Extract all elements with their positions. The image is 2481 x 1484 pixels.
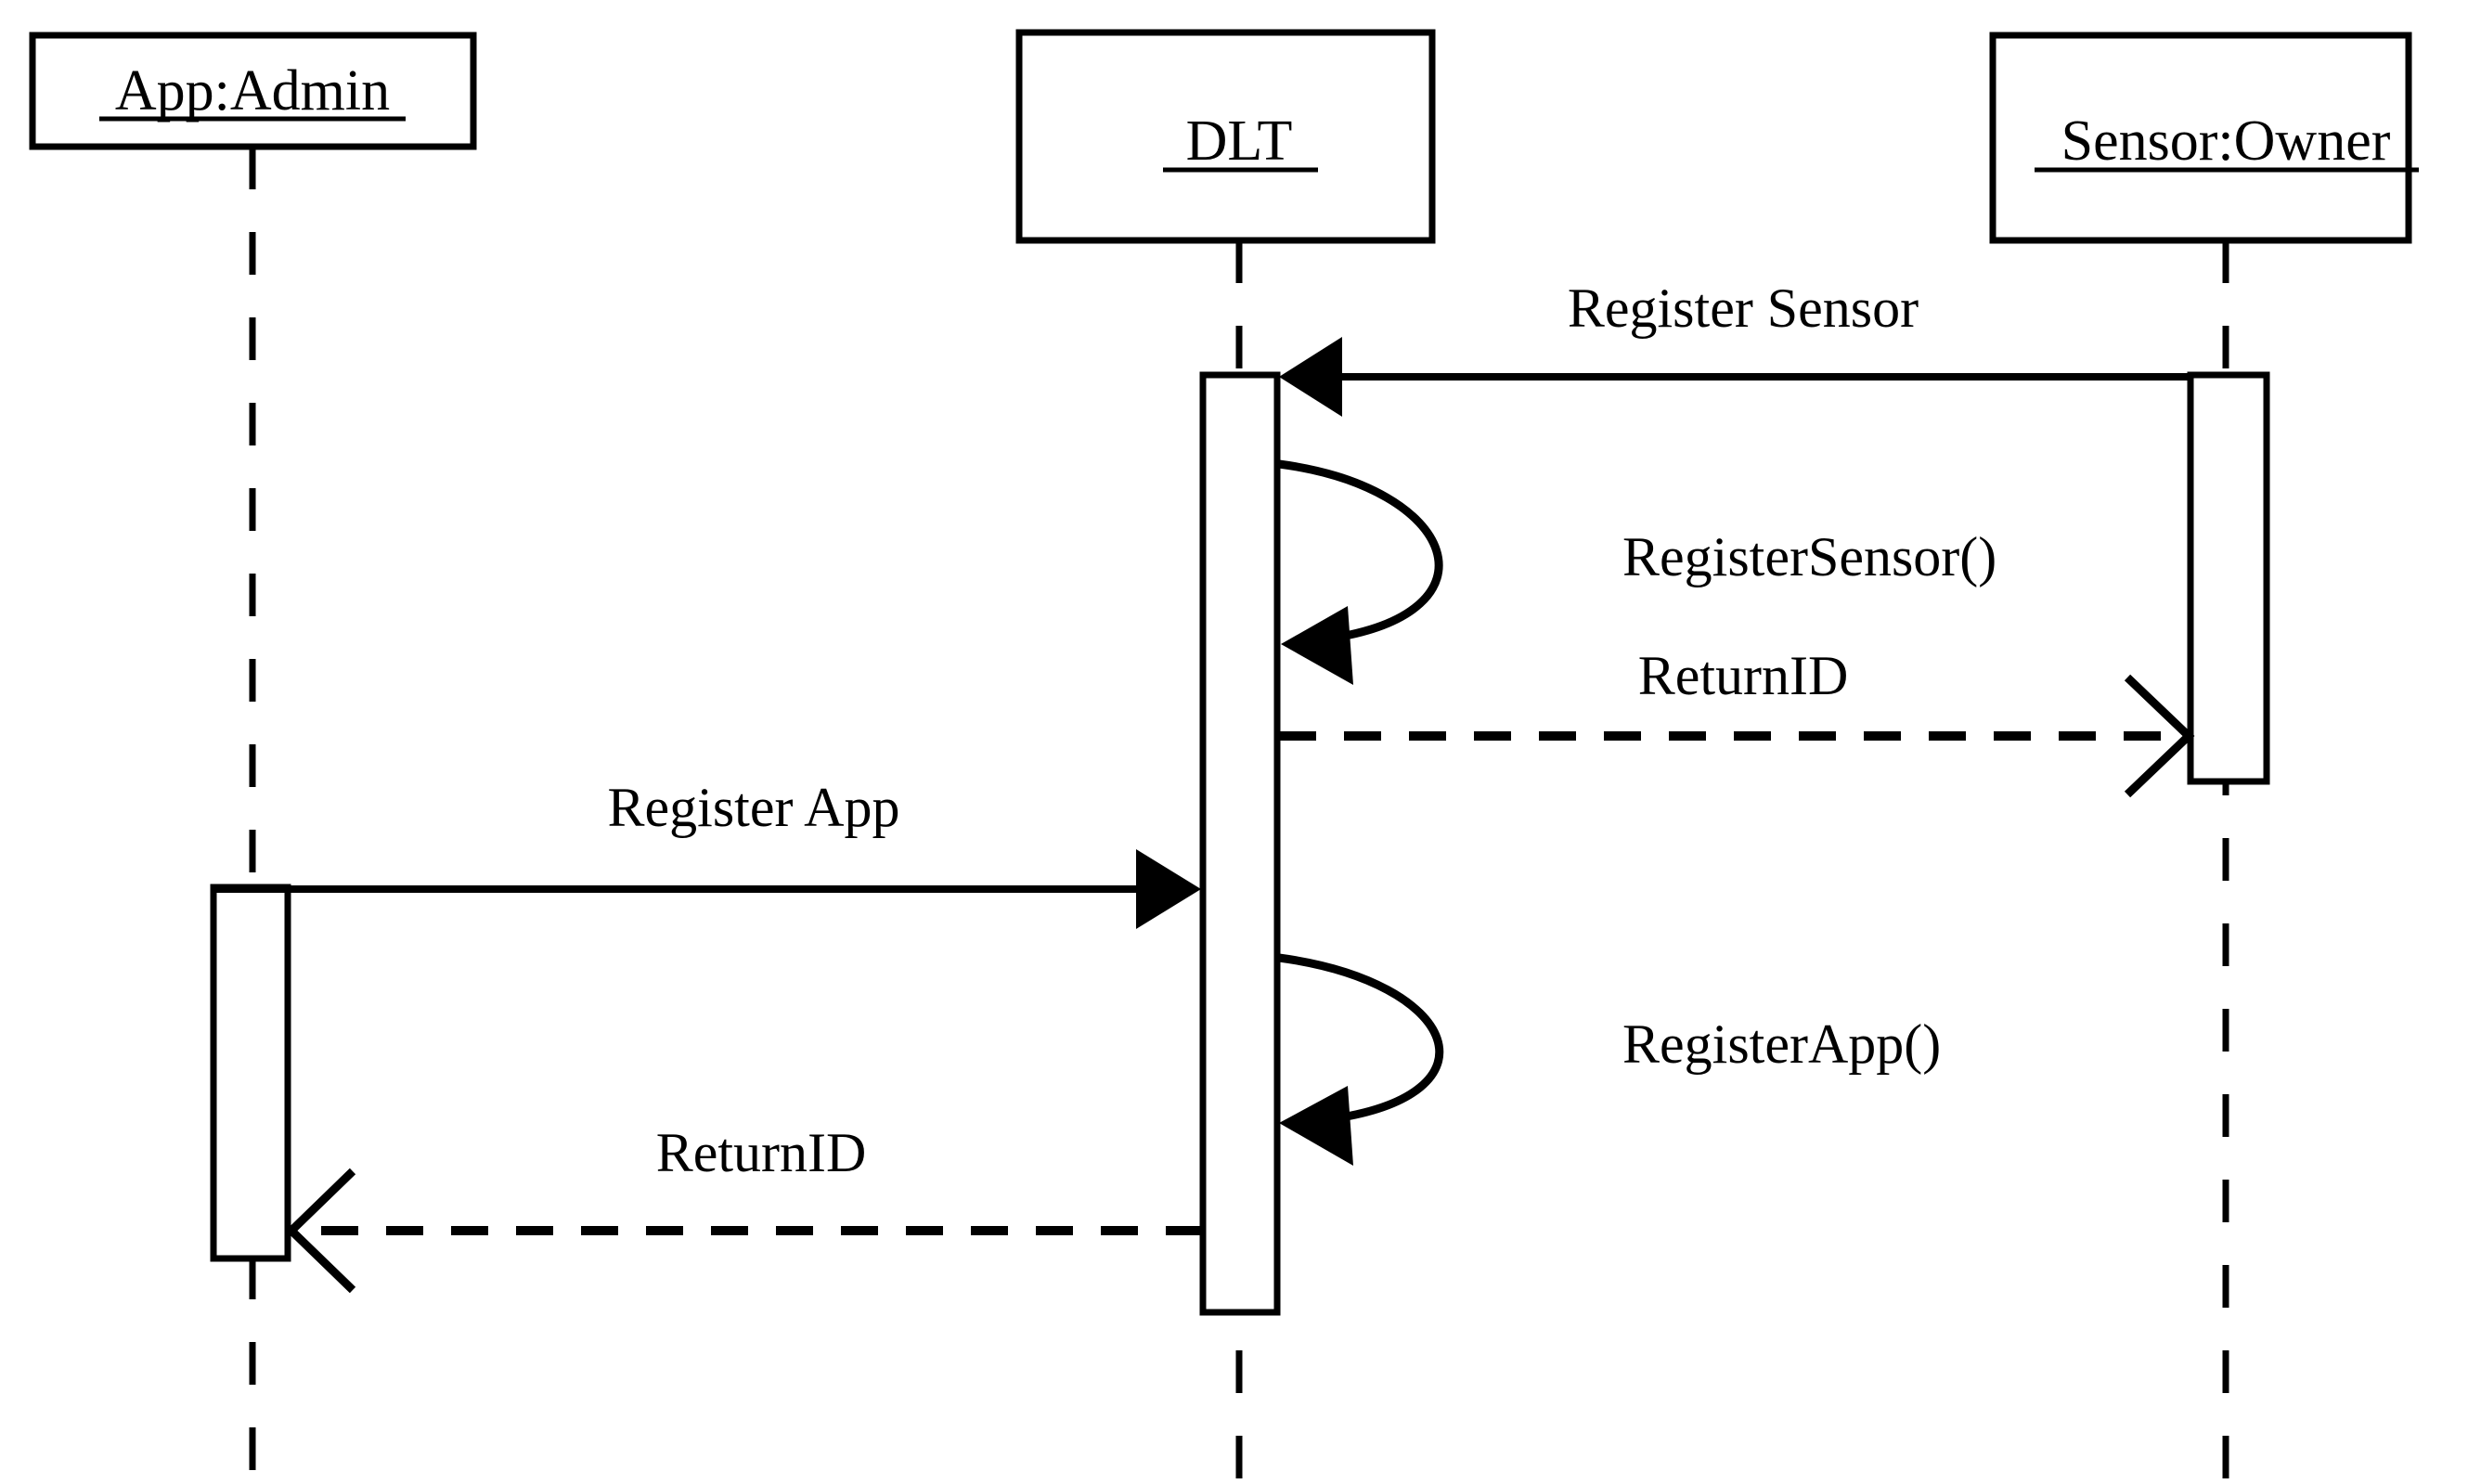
arrowhead-filled-left-register-sensor-self (1281, 606, 1353, 685)
message-register-sensor[interactable]: Register Sensor (1279, 277, 2190, 417)
lifeline-sensor-owner[interactable]: Sensor:Owner (1989, 32, 2419, 1484)
lifeline-label-sensor-owner: Sensor:Owner (2061, 110, 2391, 173)
message-register-sensor-self[interactable]: RegisterSensor() (1278, 459, 1996, 685)
message-label-register-sensor-self: RegisterSensor() (1622, 526, 1996, 587)
lifeline-label-dlt: DLT (1186, 110, 1293, 173)
arrowhead-filled-left-register-app-self (1279, 1086, 1353, 1166)
arrowhead-filled-right-register-app (1136, 849, 1201, 929)
activation-bar-sensor-owner[interactable] (2187, 371, 2270, 785)
activation-bar-app-admin[interactable] (210, 884, 291, 1262)
message-curve-register-sensor-self (1278, 459, 1443, 643)
message-label-return-id-app: ReturnID (656, 1122, 867, 1183)
message-label-return-id-sensor: ReturnID (1638, 645, 1849, 706)
message-return-id-sensor[interactable]: ReturnID (1279, 645, 2195, 798)
lifeline-dlt[interactable]: DLT (1015, 29, 1436, 1484)
message-label-register-app-self: RegisterApp() (1622, 1013, 1941, 1075)
arrowhead-open-left-return-id-app (285, 1168, 356, 1294)
lifeline-head-sensor-owner[interactable] (1989, 32, 2412, 244)
lifeline-head-dlt[interactable] (1015, 29, 1436, 244)
activation-bar-dlt[interactable] (1199, 371, 1281, 1316)
message-register-app[interactable]: Register App (215, 777, 1201, 929)
message-curve-register-app-self (1278, 953, 1444, 1124)
message-return-id-app[interactable]: ReturnID (285, 1122, 1203, 1294)
arrowhead-filled-left-register-sensor (1279, 337, 1342, 417)
arrowhead-open-right-return-id-sensor (2124, 674, 2195, 798)
lifeline-app-admin[interactable]: App:Admin (29, 32, 477, 1484)
lifeline-head-app-admin[interactable] (29, 32, 477, 150)
message-register-app-self[interactable]: RegisterApp() (1278, 953, 1941, 1166)
message-label-register-sensor: Register Sensor (1568, 277, 1919, 339)
lifeline-label-app-admin: App:Admin (115, 59, 390, 123)
message-label-register-app: Register App (608, 777, 900, 838)
